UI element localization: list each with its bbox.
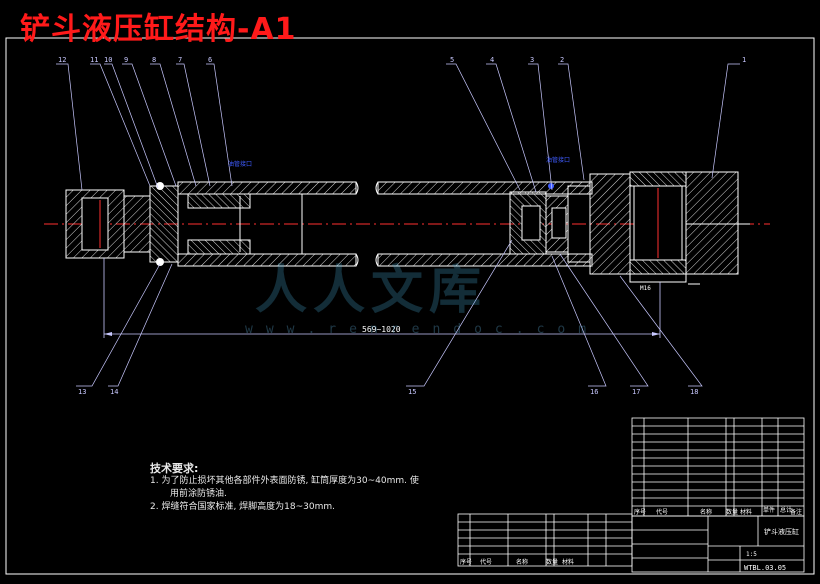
- stroke-dimension: [103, 258, 661, 338]
- callout-labels: 12 11 10 9 8 7 6 5 4 3 2 1 13 14 15 16 1…: [58, 56, 746, 396]
- header-no: 序号: [634, 508, 646, 516]
- tech-heading: 技术要求:: [150, 462, 199, 475]
- header-qty-left: 数量: [546, 558, 558, 566]
- cylinder-barrel-right: [375, 181, 593, 267]
- callout-17: 17: [632, 388, 640, 396]
- header-code-left: 代号: [480, 558, 492, 566]
- oil-port-label-left: 油管接口: [228, 160, 252, 168]
- scale: 1:5: [746, 551, 757, 558]
- header-remark: 备注: [790, 508, 802, 516]
- header-unit: 单件: [763, 506, 775, 514]
- front-gland: [509, 183, 591, 263]
- drawing-number: WTBL.03.05: [744, 564, 786, 572]
- callout-5: 5: [450, 56, 454, 64]
- callout-1: 1: [742, 56, 746, 64]
- part-name: 铲斗液压缸: [764, 527, 799, 536]
- header-code: 代号: [656, 508, 668, 516]
- callout-9: 9: [124, 56, 128, 64]
- watermark-url: www.renrendoc.com: [245, 322, 600, 337]
- callout-13: 13: [78, 388, 86, 396]
- header-material: 材料: [740, 508, 752, 516]
- callout-16: 16: [590, 388, 598, 396]
- callout-14: 14: [110, 388, 118, 396]
- rod-end-clevis: [589, 171, 750, 285]
- callout-4: 4: [490, 56, 494, 64]
- header-total: 总计: [780, 506, 792, 514]
- tech-item-1: 1. 为了防止损坏其他各部件外表面防锈, 缸筒厚度为30~40mm. 使: [150, 476, 419, 486]
- callout-2: 2: [560, 56, 564, 64]
- callout-8: 8: [152, 56, 156, 64]
- parts-list-left: [457, 513, 633, 567]
- callout-7: 7: [178, 56, 182, 64]
- header-material-left: 材料: [562, 558, 574, 566]
- parts-list-header: 序号 代号 名称 数量 材料 单件 总计 备注 序号 代号 名称 数量 材料: [460, 506, 802, 566]
- callout-18: 18: [690, 388, 698, 396]
- watermark-text: 人人文库: [255, 261, 488, 321]
- callout-10: 10: [104, 56, 112, 64]
- callout-15: 15: [408, 388, 416, 396]
- callout-12: 12: [58, 56, 66, 64]
- tech-item-1b: 用前涂防锈油.: [170, 489, 227, 499]
- small-dimension: M16: [640, 285, 651, 292]
- parts-list-right: [631, 417, 805, 517]
- sheet-border: [5, 37, 815, 575]
- leader-lines: [56, 63, 740, 387]
- tech-item-2: 2. 焊缝符合国家标准, 焊脚高度为18~30mm.: [150, 502, 336, 512]
- header-qty: 数量: [726, 508, 738, 516]
- header-name-left: 名称: [516, 558, 528, 566]
- callout-3: 3: [530, 56, 534, 64]
- callout-6: 6: [208, 56, 212, 64]
- header-name: 名称: [700, 508, 712, 516]
- oil-port-label-right: 油管接口: [546, 156, 570, 164]
- rear-end-cap: [149, 182, 179, 266]
- rear-clevis: [65, 189, 151, 259]
- technical-requirements: 技术要求: 1. 为了防止损坏其他各部件外表面防锈, 缸筒厚度为30~40mm.…: [150, 462, 419, 514]
- title-block: [631, 515, 805, 573]
- header-no-left: 序号: [460, 558, 472, 566]
- callout-11: 11: [90, 56, 98, 64]
- dimension-label: 569~1020: [362, 325, 401, 334]
- cylinder-barrel: [177, 181, 359, 267]
- drawing-title: 铲斗液压缸结构-A1: [20, 12, 297, 47]
